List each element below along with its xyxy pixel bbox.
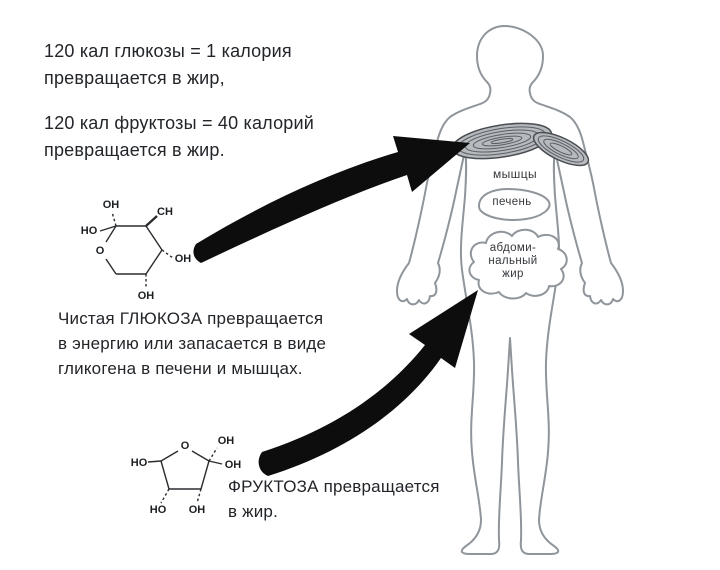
arrow-glucose-to-muscles	[193, 136, 470, 263]
glucose-molecule: OH CH HO O OH OH	[81, 199, 192, 302]
atom-label: HO	[150, 504, 167, 516]
muscle-fiber-bundle	[532, 131, 590, 167]
atom-label: OH	[225, 459, 242, 471]
liver-label: печень	[492, 196, 532, 208]
atom-label: O	[181, 440, 190, 452]
atom-label: OH	[138, 290, 155, 302]
muscles-label: мышцы	[493, 167, 537, 181]
atom-label: OH	[189, 504, 206, 516]
atom-label: HO	[131, 457, 148, 469]
atom-label: O	[96, 245, 105, 257]
atom-label: OH	[103, 199, 120, 211]
fructose-molecule: O OH OH HO HO OH	[131, 435, 242, 516]
atom-label: OH	[175, 253, 192, 265]
fructose-fact-text: 120 кал фруктозы = 40 калорий превращает…	[44, 113, 315, 160]
atom-label: HO	[81, 225, 98, 237]
fructose-caption: ФРУКТОЗА превращается в жир.	[228, 477, 440, 521]
glucose-fact-text: 120 кал глюкозы = 1 калория превращается…	[44, 41, 292, 88]
glucose-caption: Чистая ГЛЮКОЗА превращается в энергию ил…	[58, 309, 327, 378]
atom-label: CH	[157, 206, 173, 218]
atom-label: OH	[218, 435, 235, 447]
liver-shape	[478, 188, 551, 221]
abdominal-fat-label: абдоми- нальный жир	[488, 242, 538, 280]
arrow-fructose-to-fat	[258, 290, 478, 476]
abdominal-fat-cloud	[468, 228, 568, 300]
